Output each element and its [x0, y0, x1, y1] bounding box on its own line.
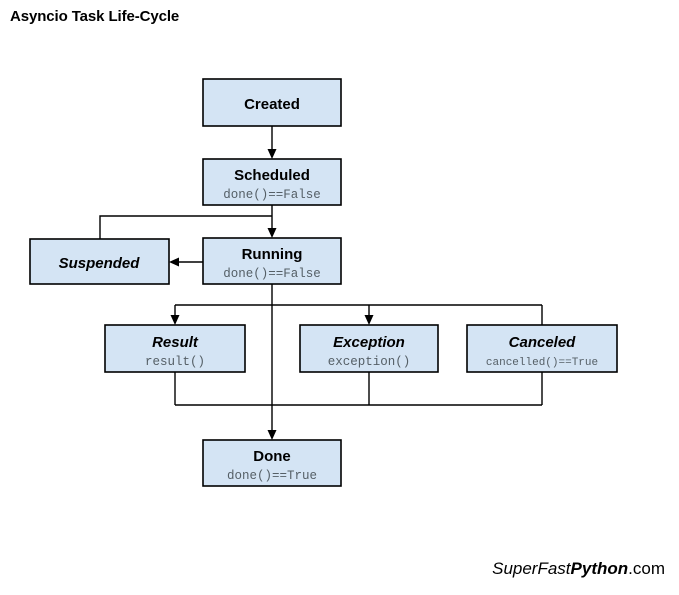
page-title: Asyncio Task Life-Cycle: [10, 8, 180, 25]
node-canceled-subtitle: cancelled()==True: [486, 357, 598, 369]
node-running[interactable]: Running done()==False: [202, 237, 342, 285]
node-scheduled[interactable]: Scheduled done()==False: [202, 158, 342, 206]
node-canceled[interactable]: Canceled cancelled()==True: [466, 324, 618, 373]
brand-python: Python: [570, 559, 629, 578]
node-done[interactable]: Done done()==True: [202, 439, 342, 487]
site-branding: SuperFastPython.com: [492, 559, 665, 579]
brand-tld: .com: [628, 559, 665, 578]
node-canceled-title: Canceled: [509, 334, 577, 351]
edge-running-to-result: [170, 305, 180, 325]
node-created-title: Created: [244, 96, 300, 113]
node-result[interactable]: Result result(): [104, 324, 246, 373]
node-running-subtitle: done()==False: [223, 267, 321, 281]
edge-scheduled-to-running: [267, 205, 277, 238]
node-created[interactable]: Created: [202, 78, 342, 127]
node-suspended-title: Suspended: [59, 255, 141, 272]
node-running-title: Running: [242, 246, 303, 263]
node-exception-title: Exception: [333, 334, 405, 351]
node-suspended[interactable]: Suspended: [29, 238, 170, 285]
node-scheduled-subtitle: done()==False: [223, 188, 321, 202]
edge-running-to-done: [267, 305, 277, 440]
edge-running-to-suspended: [169, 257, 203, 267]
node-result-title: Result: [152, 334, 199, 351]
edge-merge-bus-to-done: [174, 372, 543, 406]
nodes-layer: Created Scheduled done()==False Suspende…: [29, 78, 618, 487]
brand-superfast: SuperFast: [492, 559, 571, 578]
edge-running-to-exception: [364, 305, 374, 325]
node-result-subtitle: result(): [145, 355, 205, 369]
edge-created-to-scheduled: [267, 126, 277, 159]
edge-running-fanout-bus: [175, 284, 542, 306]
node-exception-subtitle: exception(): [328, 355, 411, 369]
node-done-title: Done: [253, 448, 291, 465]
node-done-subtitle: done()==True: [227, 469, 317, 483]
edge-scheduled-to-suspended: [99, 215, 272, 239]
edges-layer: [99, 126, 543, 440]
node-exception[interactable]: Exception exception(): [299, 324, 439, 373]
node-scheduled-title: Scheduled: [234, 167, 310, 184]
